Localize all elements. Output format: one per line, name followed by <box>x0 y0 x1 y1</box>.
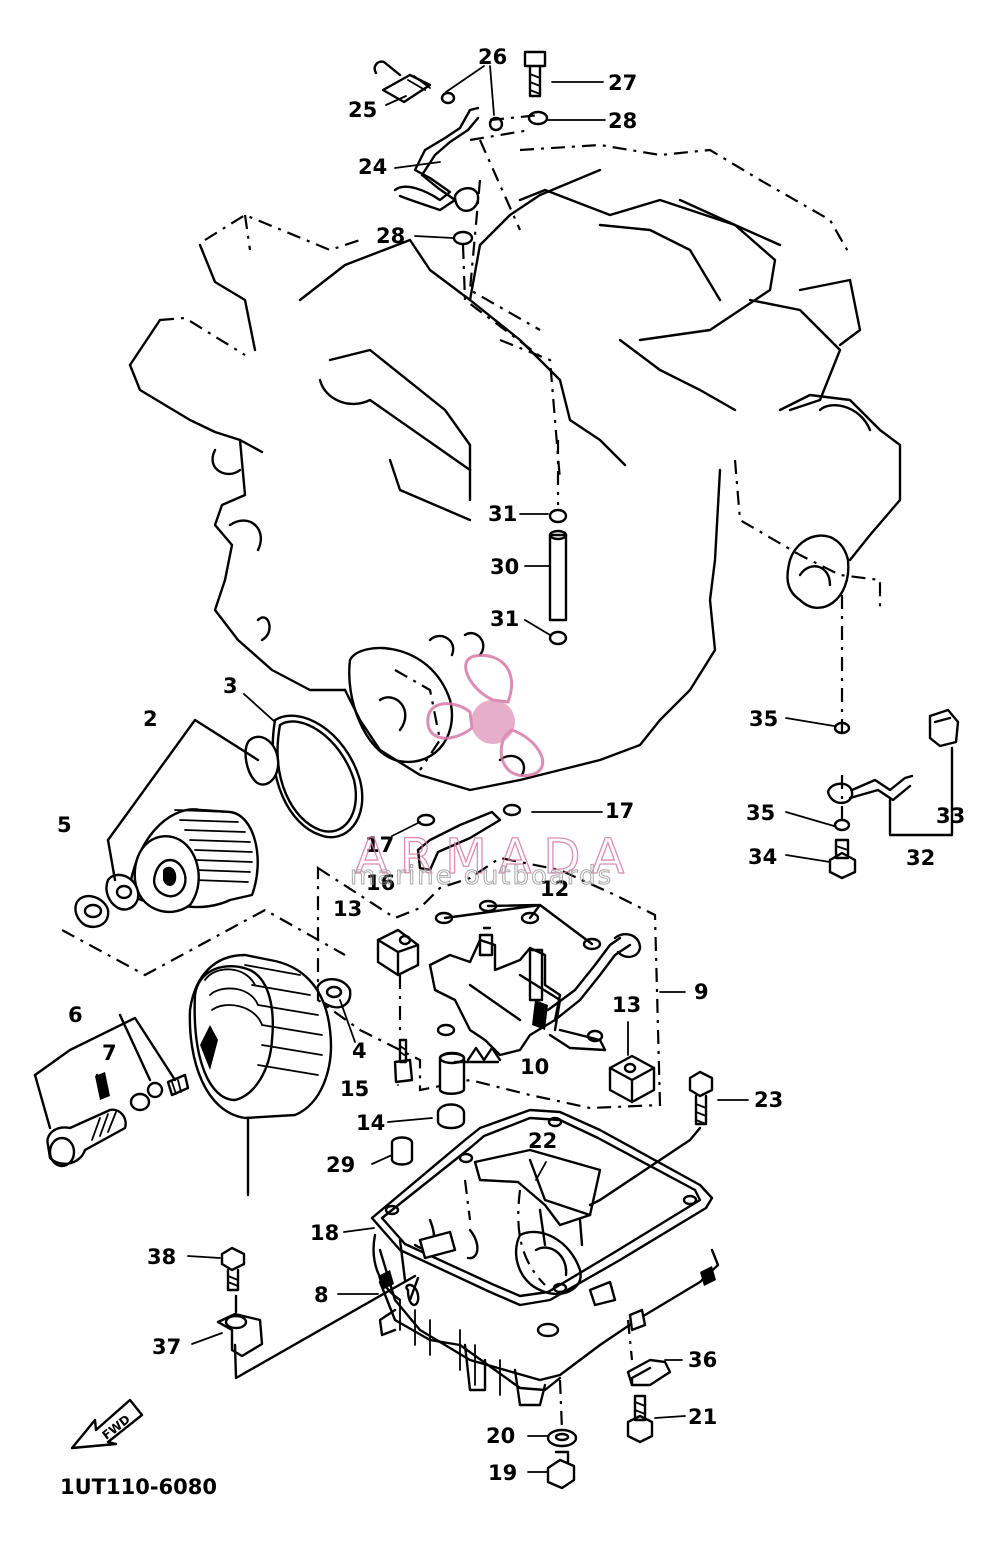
callout-29: 29 <box>326 1153 355 1177</box>
callout-13-left: 13 <box>333 897 362 921</box>
oil-delivery-pipe-assembly <box>373 50 549 361</box>
callout-37: 37 <box>152 1335 181 1359</box>
oil-pump-assembly <box>316 803 662 1130</box>
callout-19: 19 <box>488 1461 517 1485</box>
callout-16: 16 <box>366 871 395 895</box>
oil-pipe-30 <box>548 440 568 646</box>
callout-21: 21 <box>688 1405 717 1429</box>
propeller-logo <box>426 653 545 778</box>
callout-2: 2 <box>143 707 158 731</box>
callout-22: 22 <box>528 1129 557 1153</box>
callout-35-lower: 35 <box>746 801 775 825</box>
callout-24: 24 <box>358 155 387 179</box>
watermark-brand: ARMADA <box>355 829 636 885</box>
callout-17-left: 17 <box>365 833 394 857</box>
callout-4: 4 <box>352 1039 367 1063</box>
oil-filter-assembly <box>61 714 364 1009</box>
callout-5: 5 <box>57 813 72 837</box>
callout-30: 30 <box>490 555 519 579</box>
watermark: ARMADA marine outboards <box>350 653 636 892</box>
callout-25: 25 <box>348 98 377 122</box>
filter-cover-assembly <box>33 953 333 1197</box>
callout-14: 14 <box>356 1111 385 1135</box>
callout-6: 6 <box>68 1003 83 1027</box>
callout-9: 9 <box>694 980 709 1004</box>
callout-12: 12 <box>540 877 569 901</box>
callout-10: 10 <box>520 1055 549 1079</box>
callout-28-top: 28 <box>608 109 637 133</box>
callout-20: 20 <box>486 1424 515 1448</box>
callout-26: 26 <box>478 45 507 69</box>
callout-23: 23 <box>754 1088 783 1112</box>
callout-38: 38 <box>147 1245 176 1269</box>
watermark-tagline: marine outboards <box>350 861 613 891</box>
callout-18: 18 <box>310 1221 339 1245</box>
callout-31-lower: 31 <box>490 607 519 631</box>
callout-32: 32 <box>906 846 935 870</box>
callout-3: 3 <box>223 674 238 698</box>
oil-pan-assembly <box>370 1108 720 1431</box>
callout-17-right: 17 <box>605 799 634 823</box>
callout-35-top: 35 <box>749 707 778 731</box>
callout-leaders <box>187 65 835 1473</box>
callout-8: 8 <box>314 1283 329 1307</box>
drawing-code: 1UT110-6080 <box>60 1475 217 1499</box>
callout-15: 15 <box>340 1077 369 1101</box>
callout-13-right: 13 <box>612 993 641 1017</box>
fasteners <box>216 588 960 1490</box>
callout-33: 33 <box>936 804 965 828</box>
callout-27: 27 <box>608 71 637 95</box>
forward-arrow-icon: FWD <box>70 1398 144 1450</box>
callout-28-lower: 28 <box>376 224 405 248</box>
callout-31-top: 31 <box>488 502 517 526</box>
callout-7: 7 <box>102 1041 117 1065</box>
callout-34: 34 <box>748 845 777 869</box>
callout-numbers: 2 3 4 5 6 7 8 9 10 12 13 13 14 15 16 17 … <box>57 45 965 1499</box>
engine-crankcase <box>128 143 902 792</box>
callout-36: 36 <box>688 1348 717 1372</box>
